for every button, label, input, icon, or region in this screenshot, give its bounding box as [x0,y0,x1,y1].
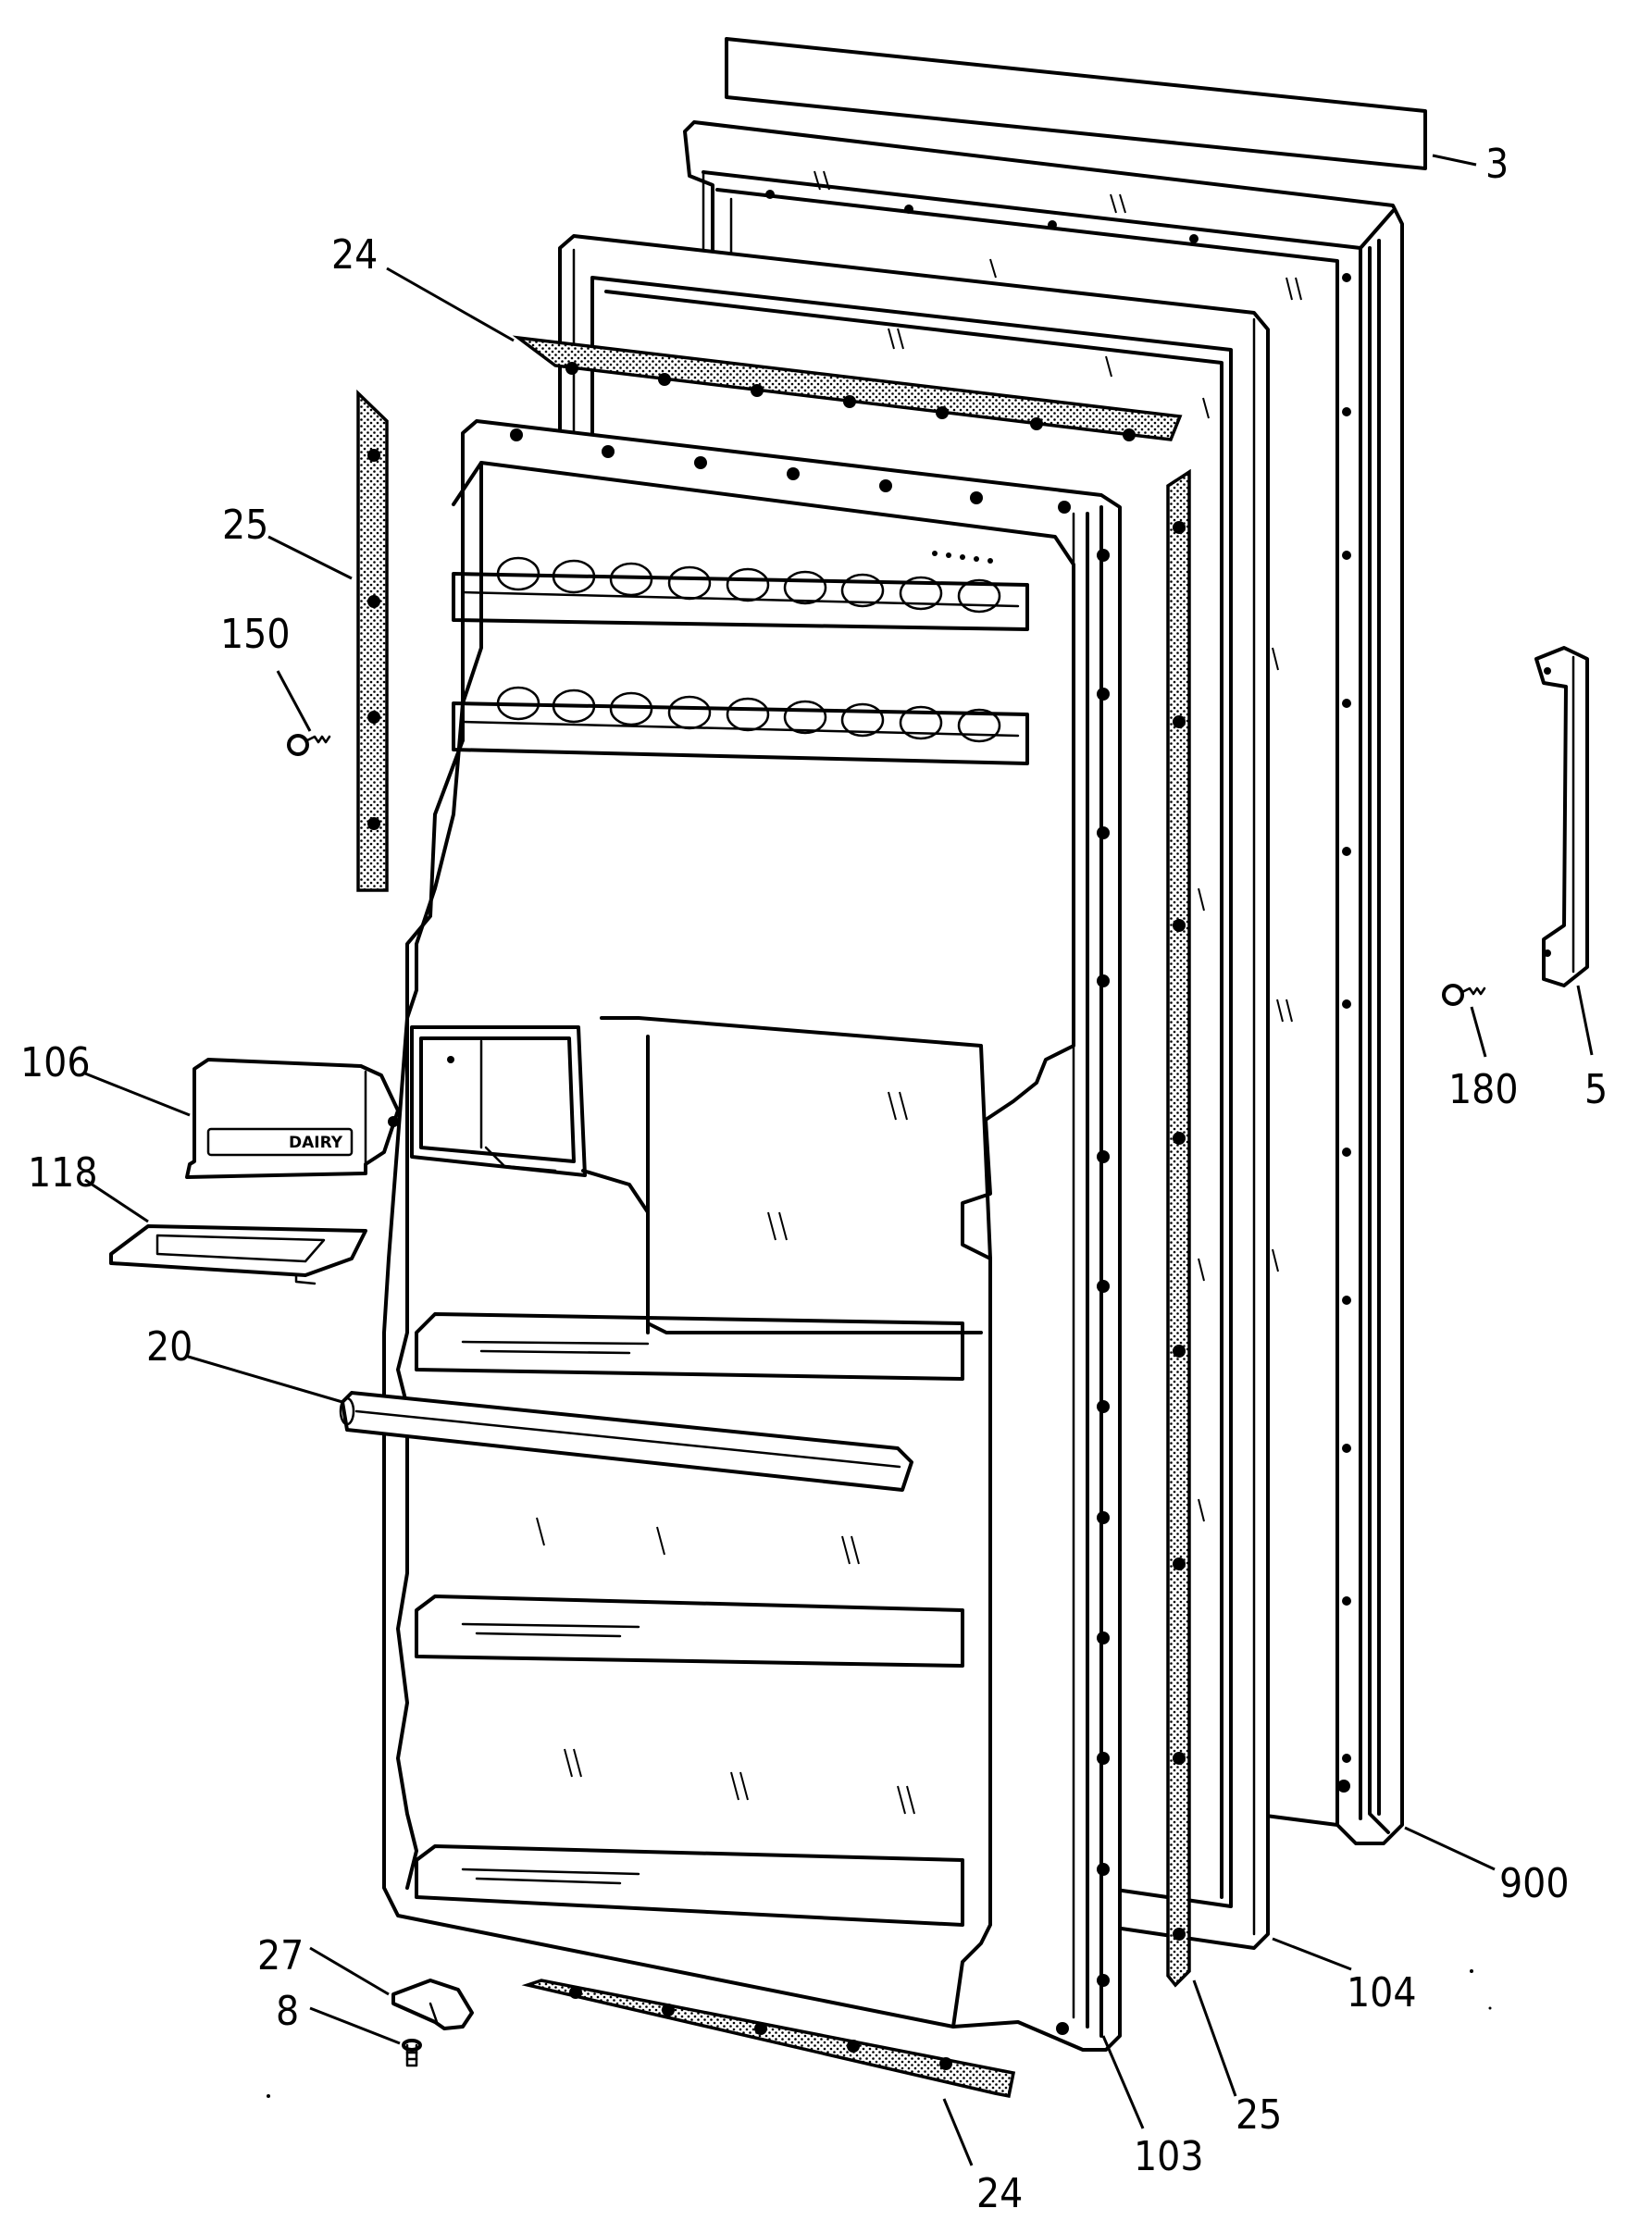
callout-labels: 3 24 25 150 106 118 20 27 8 24 103 25 10… [20,141,1608,2217]
leader-lines [84,154,1594,2166]
part-24-bottom-breaker-strip [521,1979,1016,2099]
scan-specks [267,1969,1492,2098]
callout-8: 8 [276,1988,299,2035]
part-25-left-breaker-strip [356,389,389,892]
callout-150: 150 [220,611,291,658]
liner-screw-holes [510,428,1110,2035]
door-shelf-upper [415,1312,964,1381]
dairy-label: DAIRY [289,1134,343,1152]
outer-panel-glare-marks [814,170,1302,1272]
part-118-tray [109,1224,367,1285]
callout-24-top: 24 [331,231,378,279]
callout-27: 27 [257,1932,304,1979]
part-8-bolt [402,2039,422,2067]
callout-103: 103 [1134,2133,1204,2180]
part-27-hinge-bracket [391,1979,474,2030]
part-3-top-trim [725,37,1427,170]
callout-25-right: 25 [1236,2091,1282,2139]
part-5-door-handle [1534,646,1589,987]
part-180-screw [1442,984,1486,1006]
part-25-right-breaker-strip [1166,468,1191,1988]
door-shelf-bottom [415,1844,964,1927]
callout-118: 118 [28,1149,98,1197]
callout-180: 180 [1448,1066,1519,1113]
gasket-glare-marks [888,258,1210,1522]
callout-106: 106 [20,1039,91,1086]
callout-3: 3 [1485,141,1509,188]
callout-25-left: 25 [222,502,268,549]
callout-900: 900 [1499,1860,1570,1907]
callout-104: 104 [1347,1969,1417,2016]
part-150-screw [287,734,331,756]
part-20-shelf-bar [339,1391,913,1492]
callout-5: 5 [1584,1066,1608,1113]
callout-24-bottom: 24 [976,2170,1023,2217]
part-106-dairy-cover: DAIRY [185,1058,400,1179]
door-shelf-middle [415,1594,964,1668]
egg-tray-upper [452,551,1029,631]
part-24-top-breaker-strip [512,335,1183,441]
part-103-inner-door-liner [339,419,1122,2052]
egg-tray-lower [452,686,1029,765]
liner-glare-marks [536,1091,915,1815]
dairy-compartment [410,1016,992,1334]
callout-20: 20 [146,1323,193,1371]
